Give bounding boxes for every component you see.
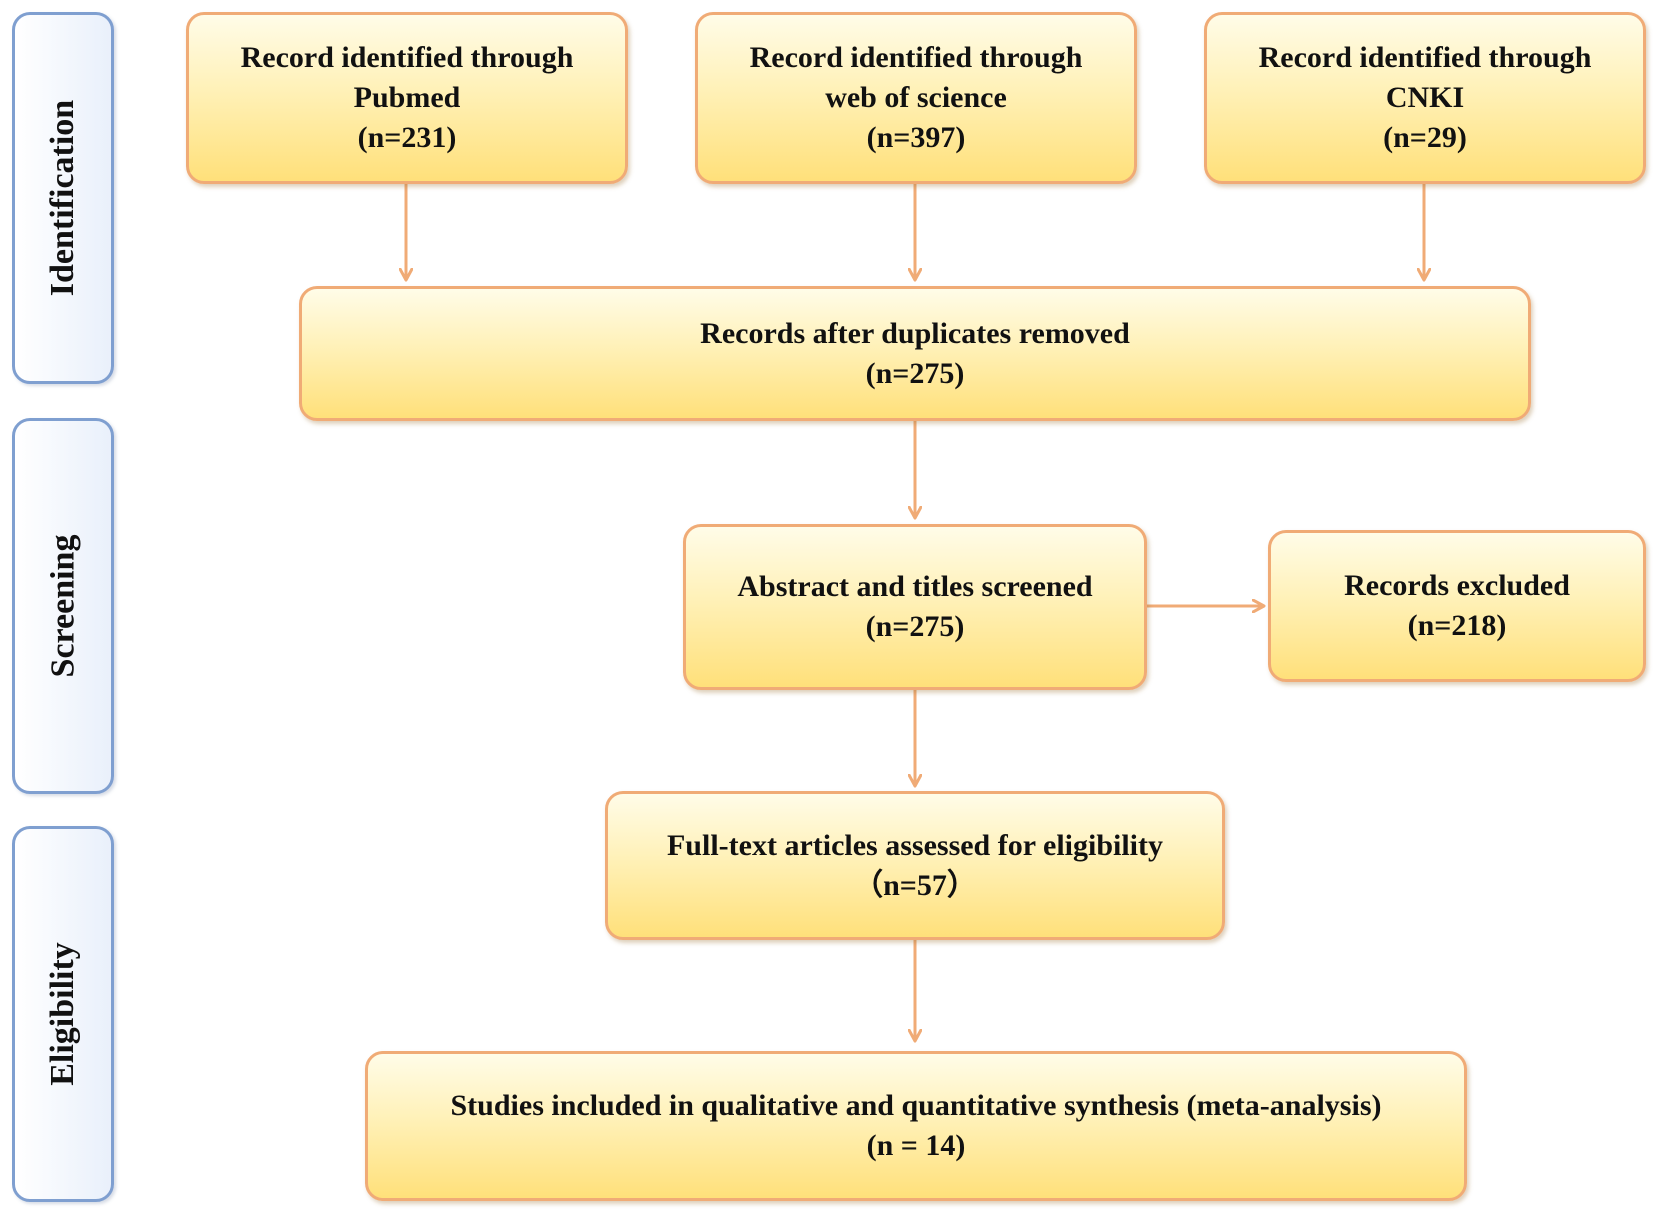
box-pubmed: Record identified through Pubmed (n=231) [186, 12, 628, 184]
box-abstract-titles-screened: Abstract and titles screened (n=275) [683, 524, 1147, 690]
pubmed-line2: Pubmed [353, 81, 461, 114]
phase-identification: Identification [12, 12, 114, 384]
duplicates-count: (n=275) [865, 356, 965, 390]
duplicates-label: Records after duplicates removed [700, 316, 1130, 350]
wos-count: (n=397) [866, 121, 966, 154]
wos-line2: web of science [825, 81, 1007, 114]
box-full-text-assessed: Full-text articles assessed for eligibil… [605, 791, 1225, 940]
phase-eligibility: Eligibility [12, 826, 114, 1202]
pubmed-count: (n=231) [357, 121, 457, 154]
included-count: (n = 14) [866, 1129, 966, 1162]
box-records-excluded: Records excluded (n=218) [1268, 530, 1646, 682]
phase-screening: Screening [12, 418, 114, 794]
fulltext-count: （n=57） [853, 868, 977, 902]
wos-line1: Record identified through [749, 41, 1083, 74]
fulltext-label: Full-text articles assessed for eligibil… [666, 828, 1164, 862]
cnki-count: (n=29) [1383, 121, 1467, 154]
excluded-count: (n=218) [1407, 609, 1507, 642]
box-cnki: Record identified through CNKI (n=29) [1204, 12, 1646, 184]
box-studies-included: Studies included in qualitative and quan… [365, 1051, 1467, 1201]
box-duplicates-removed: Records after duplicates removed (n=275) [299, 286, 1531, 421]
screened-count: (n=275) [865, 610, 965, 643]
cnki-line2: CNKI [1385, 81, 1465, 114]
pubmed-line1: Record identified through [240, 41, 574, 74]
screened-label: Abstract and titles screened [737, 570, 1093, 603]
box-web-of-science: Record identified through web of science… [695, 12, 1137, 184]
excluded-label: Records excluded [1344, 569, 1570, 602]
included-label: Studies included in qualitative and quan… [450, 1089, 1382, 1122]
cnki-line1: Record identified through [1258, 41, 1592, 74]
